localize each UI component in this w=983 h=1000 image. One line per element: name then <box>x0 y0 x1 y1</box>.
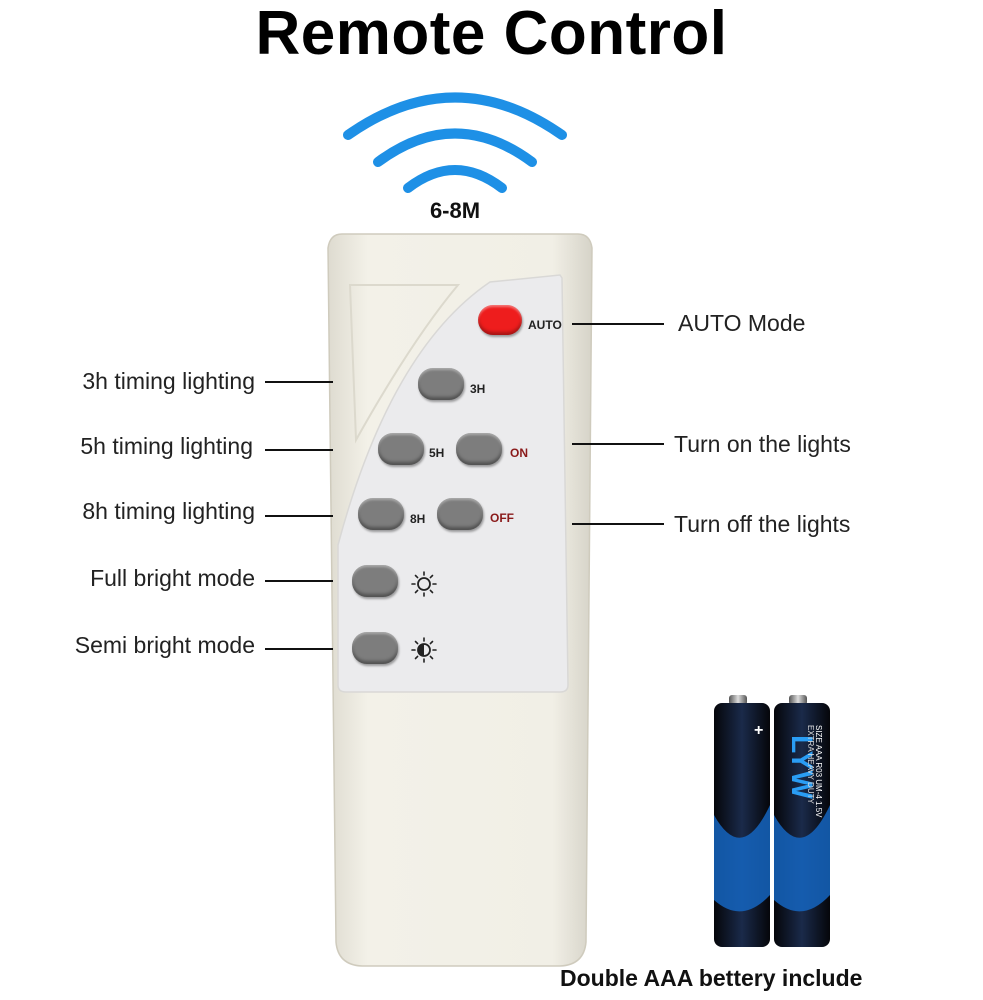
leader-line <box>265 381 333 383</box>
leader-line <box>265 515 333 517</box>
full-bright-button[interactable] <box>352 565 398 597</box>
label-semi-bright: Semi bright mode <box>74 632 255 658</box>
signal-waves-icon <box>343 92 567 193</box>
off-button-label: OFF <box>490 511 514 525</box>
label-turn-off: Turn off the lights <box>674 511 851 537</box>
on-button[interactable] <box>456 433 502 465</box>
half-sun-icon <box>411 637 437 663</box>
label-auto-mode: AUTO Mode <box>678 310 806 336</box>
timer-8h-button[interactable] <box>358 498 404 530</box>
leader-line <box>265 648 333 650</box>
battery-brand: LYW <box>785 735 818 800</box>
leader-line <box>265 580 333 582</box>
auto-button[interactable] <box>478 305 522 335</box>
timer-3h-button[interactable] <box>418 368 464 400</box>
auto-button-label: AUTO <box>528 318 562 332</box>
aaa-batteries-image: + LYW EXTRA HEAVY DUTY SIZE AAA R03 UM-4… <box>714 695 830 947</box>
battery-spec: SIZE AAA R03 UM-4 1.5V <box>814 725 823 818</box>
battery-polarity: + <box>754 722 763 739</box>
label-5h-timing: 5h timing lighting <box>80 433 253 459</box>
label-3h-timing: 3h timing lighting <box>82 368 255 394</box>
range-label: 6-8M <box>429 198 481 223</box>
timer-8h-label: 8H <box>410 512 426 526</box>
timer-3h-label: 3H <box>470 382 486 396</box>
label-full-bright: Full bright mode <box>90 565 255 591</box>
label-8h-timing: 8h timing lighting <box>82 498 255 524</box>
sun-icon <box>411 571 437 597</box>
on-button-label: ON <box>510 446 528 460</box>
remote-control-body <box>327 233 593 967</box>
leader-line <box>572 523 664 525</box>
semi-bright-button[interactable] <box>352 632 398 664</box>
label-turn-on: Turn on the lights <box>674 431 851 457</box>
leader-line <box>572 443 664 445</box>
battery-duty: EXTRA HEAVY DUTY <box>806 725 815 805</box>
battery-note: Double AAA bettery include <box>560 965 863 991</box>
timer-5h-button[interactable] <box>378 433 424 465</box>
page-title: Remote Control <box>255 0 728 68</box>
leader-line <box>265 449 333 451</box>
timer-5h-label: 5H <box>429 446 445 460</box>
off-button[interactable] <box>437 498 483 530</box>
leader-line <box>572 323 664 325</box>
